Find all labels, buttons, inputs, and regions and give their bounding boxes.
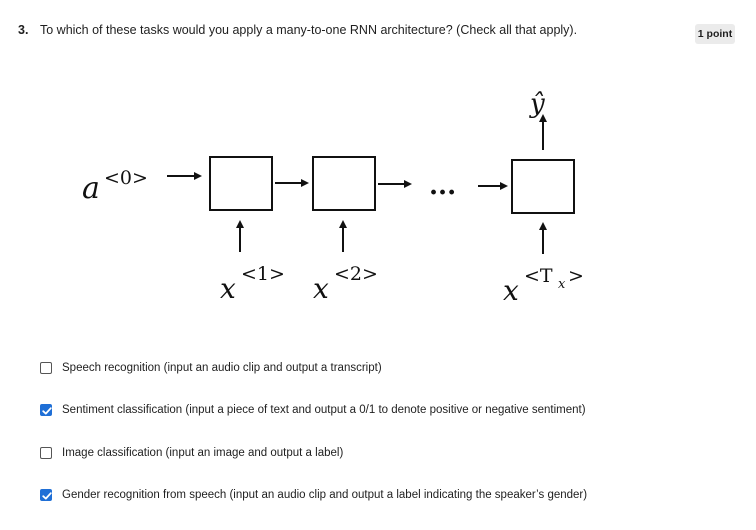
output-label: ŷ	[529, 89, 545, 119]
option-gender-recognition[interactable]: Gender recognition from speech (input an…	[40, 486, 587, 504]
input-label-T-sup: <T	[524, 265, 553, 287]
question-number: 3.	[18, 23, 29, 37]
option-label: Sentiment classification (input a piece …	[62, 404, 586, 416]
input-label-2-sup: <2>	[334, 263, 378, 285]
rnn-cell-2	[312, 156, 376, 211]
initial-activation-sup: <0>	[104, 167, 148, 189]
option-label: Speech recognition (input an audio clip …	[62, 362, 382, 374]
question-text: To which of these tasks would you apply …	[40, 23, 578, 37]
input-label-T: x	[503, 274, 519, 307]
points-badge: 1 point	[695, 24, 735, 44]
checkmark-icon	[42, 407, 52, 415]
option-speech-recognition[interactable]: Speech recognition (input an audio clip …	[40, 359, 382, 377]
option-sentiment-classification[interactable]: Sentiment classification (input a piece …	[40, 401, 586, 419]
checkbox[interactable]	[40, 404, 52, 416]
rnn-cell-1	[209, 156, 273, 211]
checkbox[interactable]	[40, 489, 52, 501]
rnn-cell-T	[511, 159, 575, 214]
input-label-2: x	[313, 272, 329, 305]
option-image-classification[interactable]: Image classification (input an image and…	[40, 444, 343, 462]
input-label-T-sup-end: >	[568, 265, 584, 287]
input-label-1: x	[220, 272, 236, 305]
input-label-T-sub: x	[558, 277, 566, 292]
input-label-1-sup: <1>	[241, 263, 285, 285]
checkbox[interactable]	[40, 362, 52, 374]
checkmark-icon	[42, 492, 52, 500]
rnn-diagram: a <0> ... ŷ x <1> x <2> x <T x >	[82, 89, 584, 307]
checkbox[interactable]	[40, 447, 52, 459]
option-label: Gender recognition from speech (input an…	[62, 489, 588, 501]
option-label: Image classification (input an image and…	[62, 447, 344, 459]
initial-activation-label: a	[82, 171, 100, 206]
ellipsis: ...	[429, 171, 456, 201]
